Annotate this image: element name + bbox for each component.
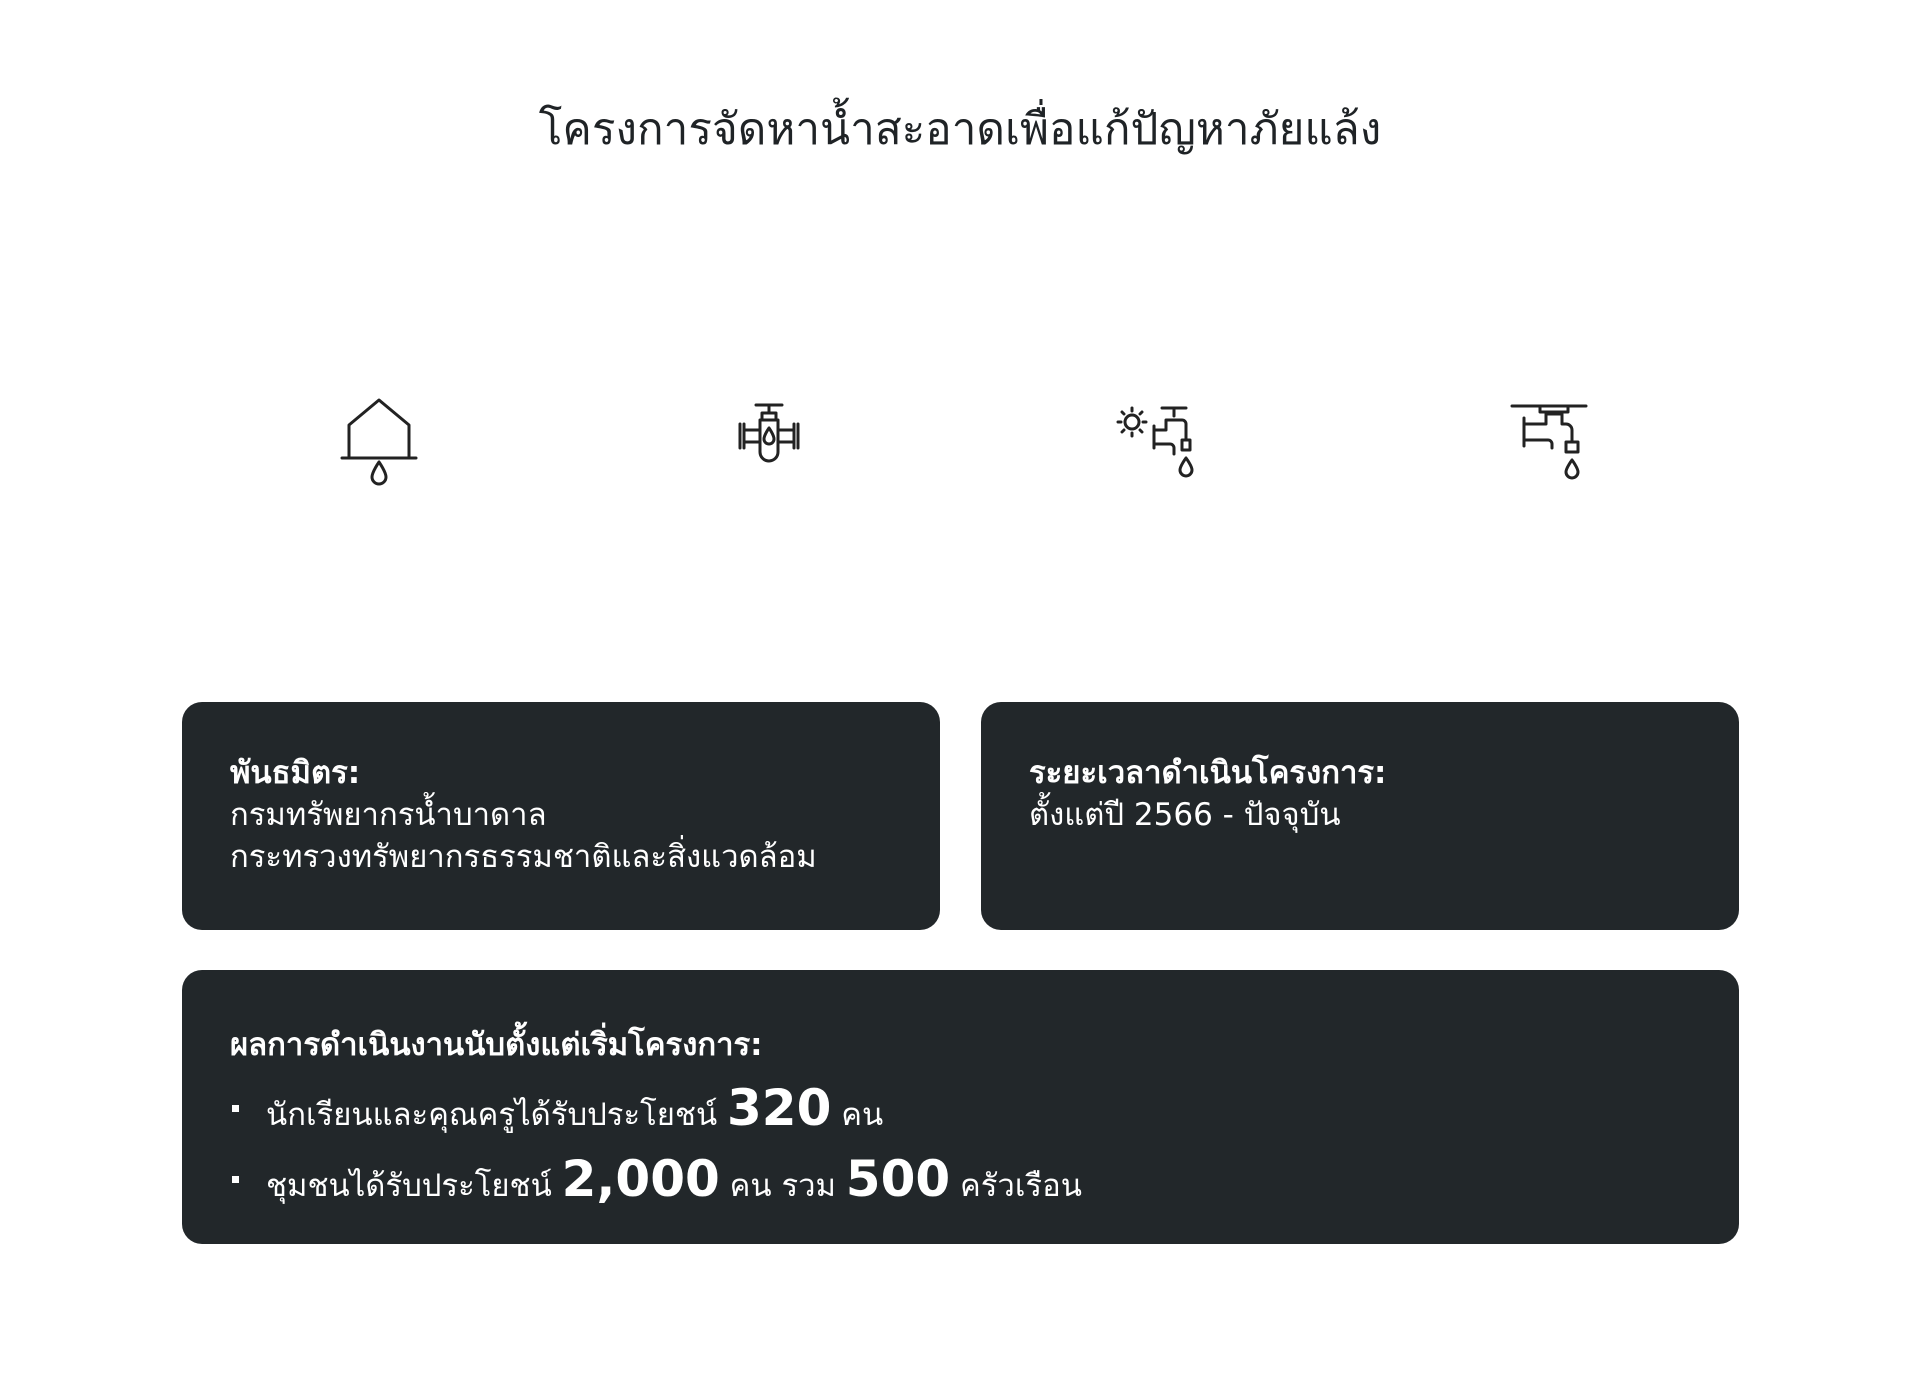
water-faucet-icon: [1504, 398, 1594, 488]
period-value: ตั้งแต่ปี 2566 - ปัจจุบัน: [1029, 797, 1341, 833]
water-pipe-valve-icon: [724, 398, 814, 488]
bullet-icon: [232, 1105, 239, 1112]
icon-row: [0, 398, 1920, 488]
results-item-text: นักเรียนและคุณครูได้รับประโยชน์: [266, 1097, 718, 1133]
partner-line-2: กระทรวงทรัพยากรธรรมชาติและสิ่งแวดล้อม: [230, 839, 817, 875]
results-heading: ผลการดำเนินงานนับตั้งแต่เริ่มโครงการ:: [230, 1027, 763, 1063]
results-item-unit: คน: [841, 1097, 884, 1133]
results-item-unit-households: ครัวเรือน: [960, 1168, 1082, 1204]
results-item-number-households: 500: [845, 1150, 951, 1208]
results-item-students: นักเรียนและคุณครูได้รับประโยชน์ 320 คน: [230, 1076, 1691, 1147]
period-card: ระยะเวลาดำเนินโครงการ: ตั้งแต่ปี 2566 - …: [981, 702, 1739, 930]
results-item-community: ชุมชนได้รับประโยชน์ 2,000 คน รวม 500 ครั…: [230, 1147, 1691, 1218]
page-title: โครงการจัดหาน้ำสะอาดเพื่อแก้ปัญหาภัยแล้ง: [538, 104, 1382, 155]
results-item-number: 320: [727, 1079, 832, 1137]
bullet-icon: [232, 1176, 239, 1183]
partner-heading: พันธมิตร:: [230, 755, 361, 791]
results-item-text: ชุมชนได้รับประโยชน์: [266, 1168, 552, 1204]
results-item-unit: คน รวม: [729, 1168, 836, 1204]
partner-card: พันธมิตร: กรมทรัพยากรน้ำบาดาล กระทรวงทรั…: [182, 702, 940, 930]
results-item-number: 2,000: [561, 1150, 720, 1208]
results-list: นักเรียนและคุณครูได้รับประโยชน์ 320 คน ช…: [230, 1076, 1691, 1218]
partner-line-1: กรมทรัพยากรน้ำบาดาล: [230, 797, 547, 833]
period-heading: ระยะเวลาดำเนินโครงการ:: [1029, 755, 1387, 791]
results-card: ผลการดำเนินงานนับตั้งแต่เริ่มโครงการ: นั…: [182, 970, 1739, 1244]
water-house-drop-icon: [334, 398, 424, 488]
solar-faucet-icon: [1114, 398, 1204, 488]
